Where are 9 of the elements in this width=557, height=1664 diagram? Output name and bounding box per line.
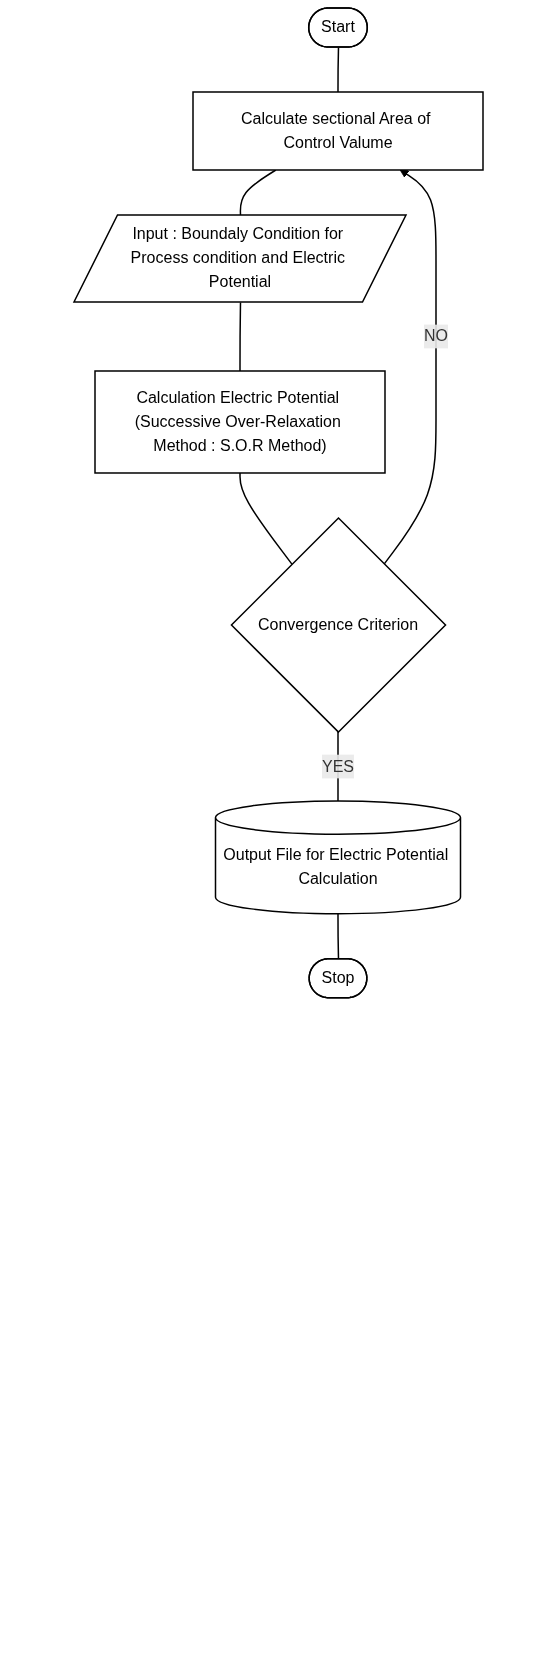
edge-label: YES: [321, 757, 355, 775]
edge-label: NO: [424, 327, 448, 345]
connector: [239, 472, 293, 565]
node-box: Calculation Electric Potential (Successive Over-Relaxation Method : S.O.R Method): [94, 370, 386, 474]
arrow: [383, 169, 437, 565]
node-box: Calculate sectional Area of Control Valume: [192, 91, 484, 171]
node-diamond: Convergence Criterion: [230, 516, 447, 734]
connector: [337, 912, 340, 960]
connector: [337, 46, 340, 93]
